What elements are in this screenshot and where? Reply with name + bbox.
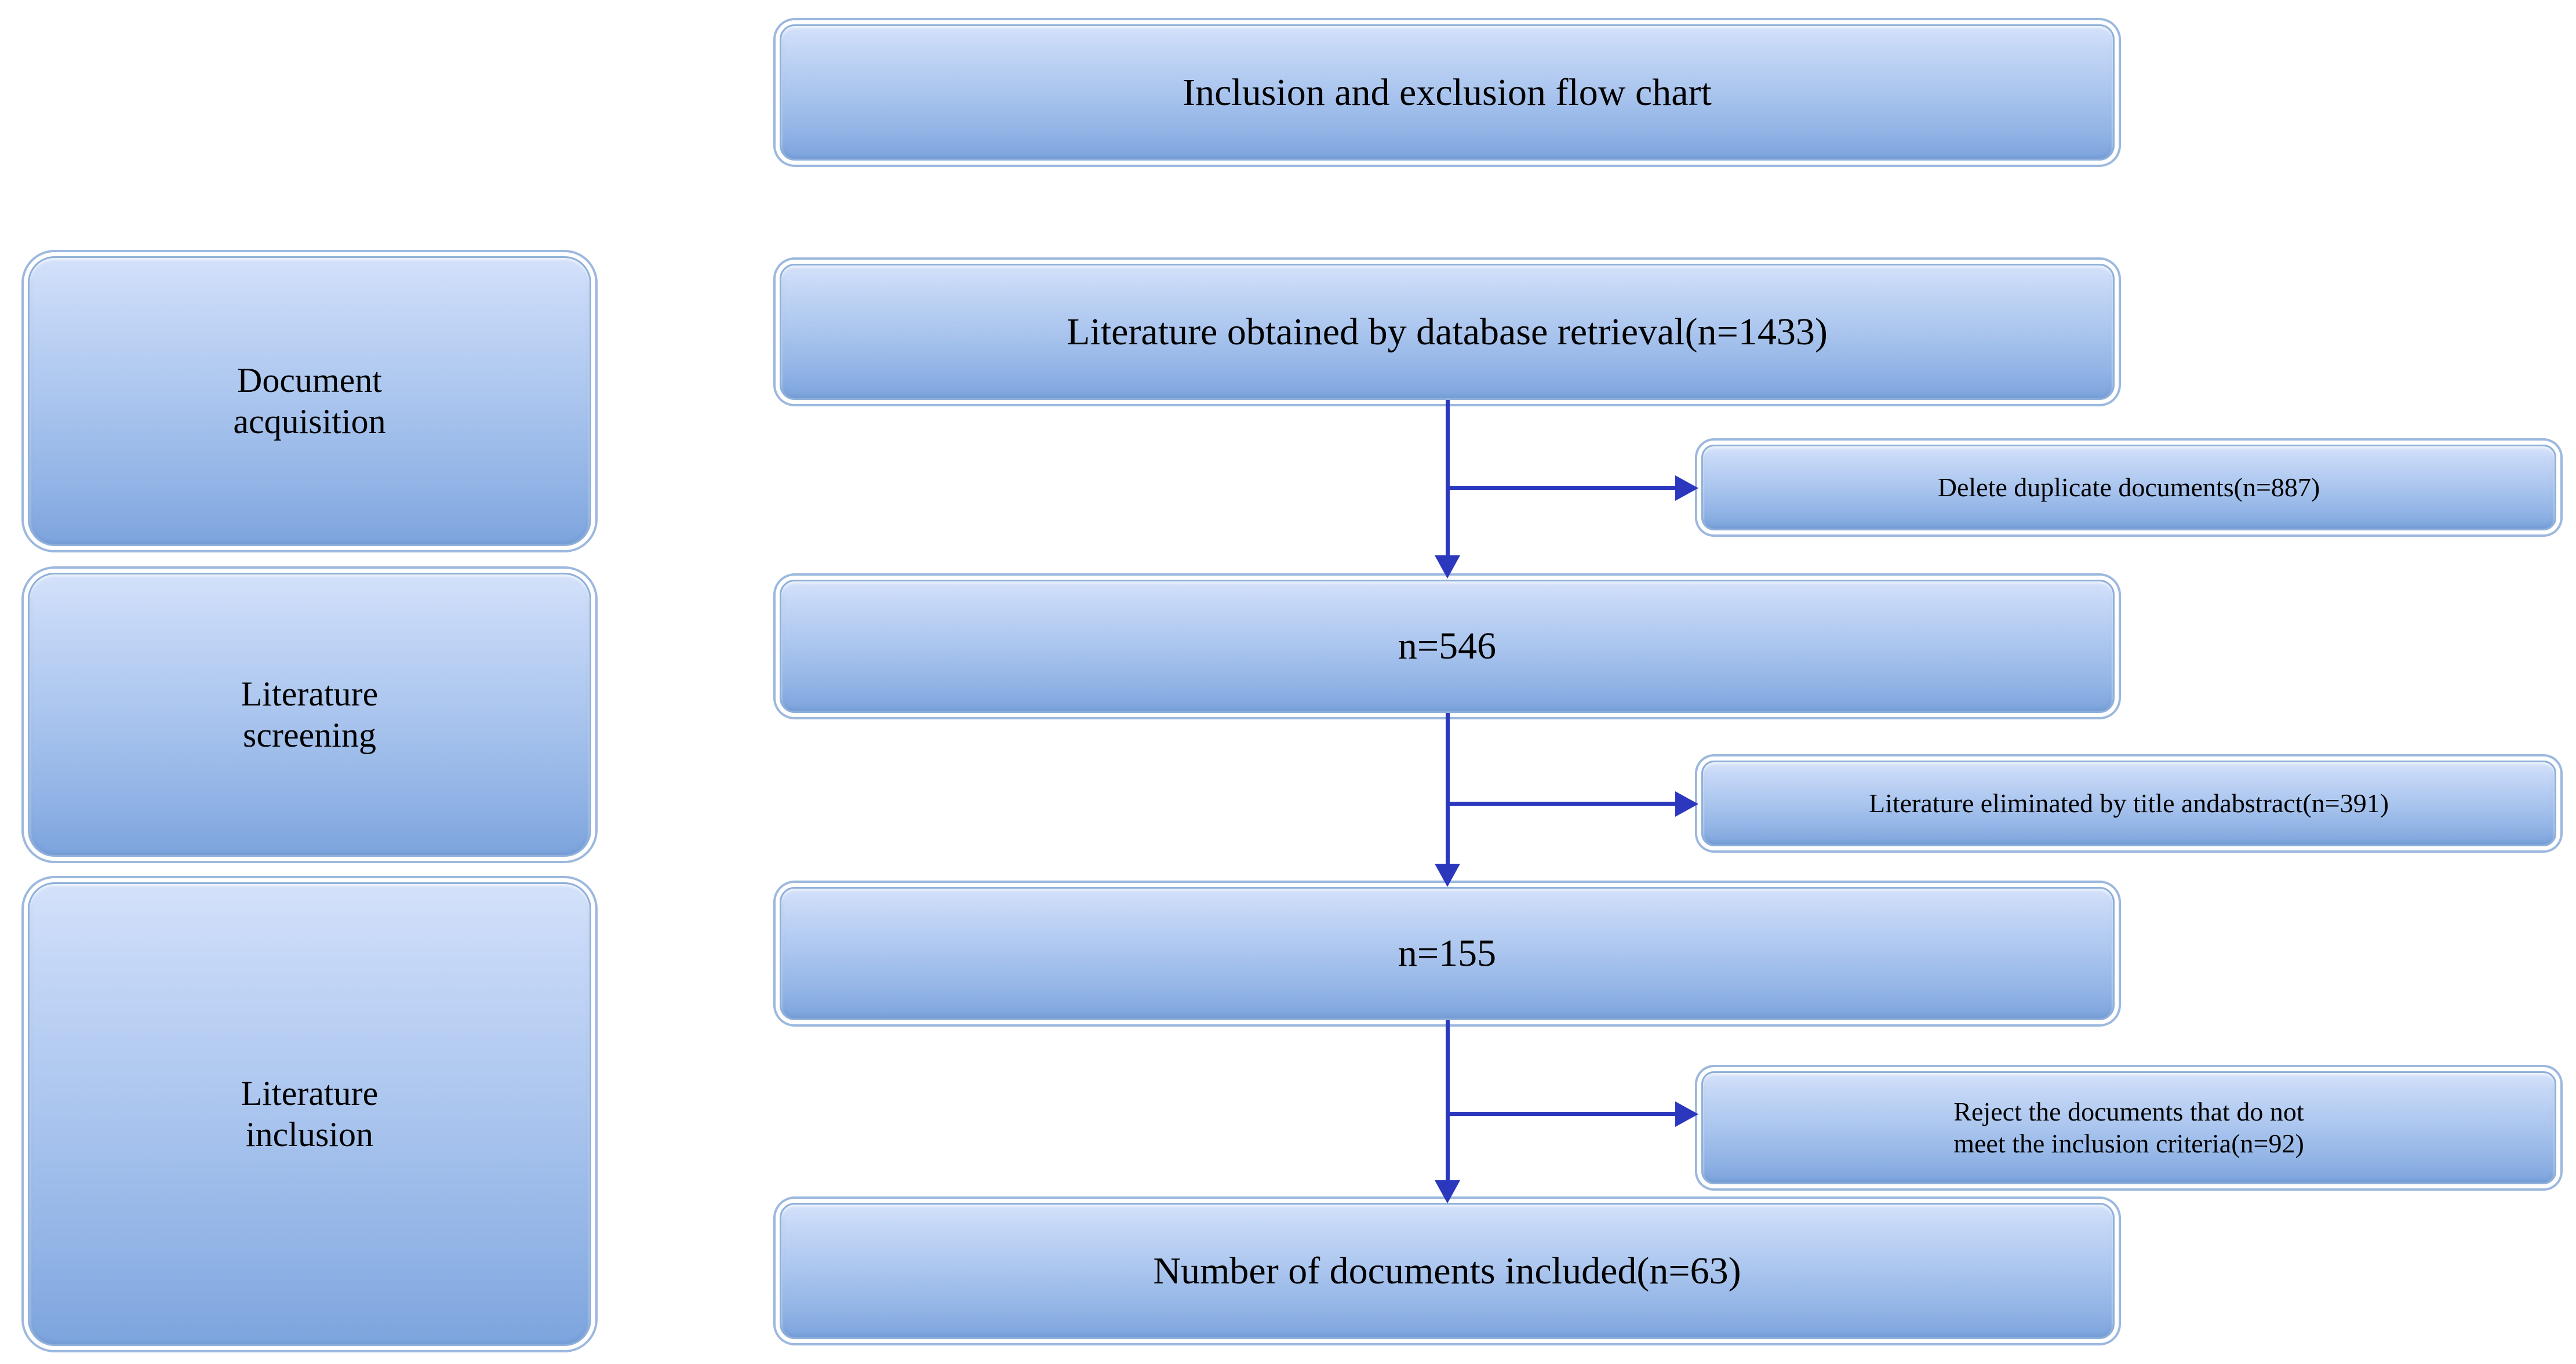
stage-box-literature-inclusion: Literature inclusion [28, 882, 591, 1346]
connector-hline-to-title-abstract [1446, 802, 1678, 806]
connector-arrowhead-right-2 [1675, 791, 1698, 817]
stage-label-document-acquisition: Document acquisition [233, 361, 386, 441]
flowchart-title-text: Inclusion and exclusion flow chart [1183, 71, 1712, 114]
connector-hline-to-duplicates [1446, 486, 1678, 490]
connector-arrowhead-down-2 [1435, 864, 1460, 887]
exclusion-label-title-abstract: Literature eliminated by title andabstra… [1868, 788, 2389, 818]
flow-label-after-dedup: n=546 [1398, 625, 1497, 668]
flow-box-after-dedup: n=546 [780, 580, 2115, 713]
connector-arrowhead-right-1 [1675, 475, 1698, 501]
flow-label-retrieved: Literature obtained by database retrieva… [1067, 310, 1828, 353]
flow-label-included: Number of documents included(n=63) [1153, 1249, 1741, 1292]
connector-vline-retrieved-to-dedup [1446, 400, 1450, 556]
connector-arrowhead-right-3 [1675, 1101, 1698, 1127]
flowchart-title-box: Inclusion and exclusion flow chart [780, 24, 2115, 161]
stage-label-literature-screening: Literature screening [241, 675, 379, 754]
exclusion-label-duplicates: Delete duplicate documents(n=887) [1937, 472, 2320, 502]
flow-box-included: Number of documents included(n=63) [780, 1203, 2115, 1339]
flow-box-retrieved: Literature obtained by database retrieva… [780, 264, 2115, 400]
exclusion-label-criteria: Reject the documents that do not meet th… [1953, 1097, 2304, 1158]
connector-arrowhead-down-1 [1435, 555, 1460, 579]
connector-arrowhead-down-3 [1435, 1180, 1460, 1203]
stage-box-literature-screening: Literature screening [28, 573, 591, 857]
exclusion-box-criteria: Reject the documents that do not meet th… [1701, 1071, 2556, 1184]
exclusion-box-title-abstract: Literature eliminated by title andabstra… [1701, 761, 2556, 846]
stage-box-document-acquisition: Document acquisition [28, 256, 591, 546]
flow-box-after-title-abstract: n=155 [780, 887, 2115, 1020]
stage-label-literature-inclusion: Literature inclusion [241, 1074, 379, 1154]
exclusion-box-duplicates: Delete duplicate documents(n=887) [1701, 445, 2556, 530]
connector-vline-title-to-included [1446, 1020, 1450, 1181]
flow-label-after-title-abstract: n=155 [1398, 932, 1497, 975]
connector-vline-dedup-to-title [1446, 713, 1450, 865]
connector-hline-to-criteria [1446, 1112, 1678, 1116]
